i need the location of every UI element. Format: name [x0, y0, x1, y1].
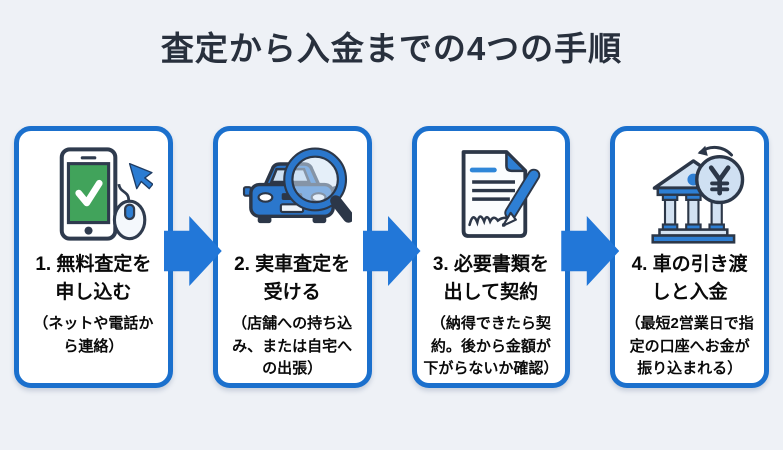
step-card-1: 1. 無料査定を 申し込む （ネットや電話か ら連絡）	[14, 126, 173, 388]
car-magnifier-icon	[232, 143, 353, 245]
steps-row: 1. 無料査定を 申し込む （ネットや電話か ら連絡）	[0, 126, 783, 388]
step-subtitle: （店舗への持ち込 み、または自宅へ の出張）	[232, 315, 353, 378]
step-card-3: 3. 必要書類を 出して契約 （納得できたら契 約。後から金額が 下がらないか確…	[411, 126, 571, 388]
step-subtitle: （納得できたら契 約。後から金額が 下がらないか確認）	[423, 315, 559, 378]
step-title: 4. 車の引き渡 しと入金	[631, 254, 748, 303]
step-title: 3. 必要書類を 出して契約	[432, 254, 549, 303]
step-title: 1. 無料査定を 申し込む	[35, 254, 152, 303]
step-subtitle: （ネットや電話か ら連絡）	[33, 315, 154, 355]
smartphone-check-mouse-icon	[33, 143, 154, 245]
step-title: 2. 実車査定を 受ける	[234, 254, 351, 303]
bank-yen-coin-icon	[630, 143, 750, 245]
step-subtitle: （最短2営業日で指 定の口座へお金が 振り込まれる）	[625, 315, 754, 378]
contract-pen-icon	[431, 143, 551, 245]
step-card-2: 2. 実車査定を 受ける （店舗への持ち込 み、または自宅へ の出張）	[212, 126, 372, 388]
page-title: 査定から入金までの4つの手順	[160, 30, 623, 67]
step-card-4: 4. 車の引き渡 しと入金 （最短2営業日で指 定の口座へお金が 振り込まれる）	[610, 126, 769, 388]
